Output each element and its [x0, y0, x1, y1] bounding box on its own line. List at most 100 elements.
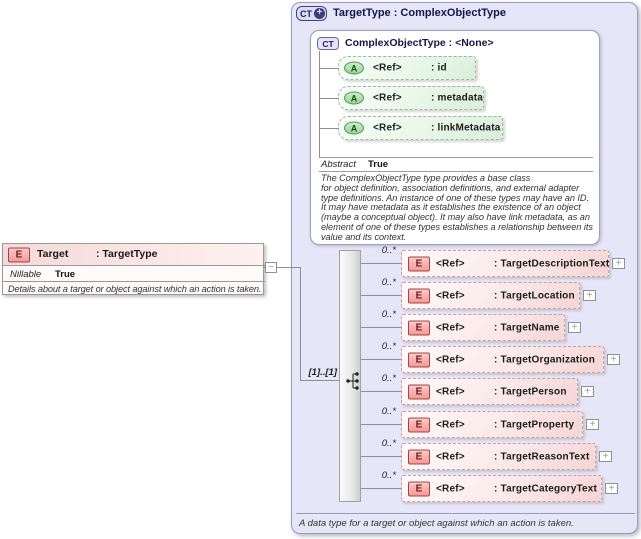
element-row-targetreasontext[interactable]: E <Ref> : TargetReasonText [401, 443, 596, 470]
attribute-ref: <Ref> [373, 62, 402, 74]
attribute-ref: <Ref> [373, 122, 402, 134]
target-element-box[interactable]: E Target : TargetType Nillable True Deta… [2, 243, 265, 295]
attribute-name: : id [431, 62, 447, 74]
connector-target-horizontal [264, 267, 301, 268]
facet-divider-top [319, 157, 593, 158]
element-badge: E [408, 256, 430, 271]
attribute-badge: A [344, 61, 364, 75]
element-badge: E [8, 247, 30, 262]
expand-button[interactable]: + [607, 354, 620, 365]
target-element-header: E Target : TargetType [3, 244, 263, 265]
connector-element-6 [361, 424, 401, 425]
global-type-plus-icon: + [314, 8, 325, 19]
element-ref: <Ref> [436, 258, 465, 269]
target-facet-divider [3, 281, 265, 282]
footer-divider [296, 513, 635, 514]
complexobjecttype-box[interactable]: CT ComplexObjectType : <None> A <Ref> : … [310, 30, 600, 245]
element-ref: <Ref> [436, 483, 465, 494]
target-element-type: : TargetType [96, 248, 158, 260]
complextype-badge: CT [317, 37, 339, 50]
connector-target-vertical [300, 267, 301, 381]
element-name: : TargetName [494, 322, 560, 333]
attribute-tree-stub-1 [319, 68, 338, 69]
attribute-name: : metadata [431, 92, 484, 104]
connector-element-3 [361, 327, 401, 328]
attribute-badge: A [344, 121, 364, 135]
occurs-label: 0..* [381, 470, 396, 481]
targettype-annotation: A data type for a target or object again… [299, 518, 574, 529]
element-ref: <Ref> [436, 322, 465, 333]
target-element-name: Target [37, 248, 69, 260]
element-row-targetorganization[interactable]: E <Ref> : TargetOrganization [401, 346, 604, 373]
element-badge: E [408, 384, 430, 399]
element-name: : TargetLocation [494, 290, 575, 301]
complexobjecttype-title: ComplexObjectType : <None> [345, 37, 494, 49]
sequence-icon [346, 371, 360, 391]
element-badge: E [408, 352, 430, 367]
expand-button[interactable]: + [586, 419, 599, 430]
connector-element-2 [361, 295, 401, 296]
element-ref: <Ref> [436, 386, 465, 397]
element-badge: E [408, 288, 430, 303]
abstract-label: Abstract [321, 159, 356, 170]
element-row-targetcategorytext[interactable]: E <Ref> : TargetCategoryText [401, 475, 602, 502]
expand-button[interactable]: + [568, 322, 581, 333]
collapse-button[interactable]: − [265, 262, 277, 273]
element-ref: <Ref> [436, 290, 465, 301]
connector-element-4 [361, 359, 401, 360]
occurs-label: 0..* [381, 309, 396, 320]
occurs-label: 0..* [381, 373, 396, 384]
abstract-value: True [368, 159, 389, 170]
attribute-row-metadata[interactable]: A <Ref> : metadata [338, 86, 484, 110]
element-name: : TargetCategoryText [494, 483, 598, 494]
sequence-cardinality: [1]..[1] [308, 367, 338, 378]
element-row-targetperson[interactable]: E <Ref> : TargetPerson [401, 378, 578, 405]
complexobjecttype-annotation: The ComplexObjectType type provides a ba… [321, 173, 593, 242]
element-badge: E [408, 481, 430, 496]
targettype-title: TargetType : ComplexObjectType [333, 7, 506, 19]
attribute-name: : linkMetadata [431, 122, 501, 134]
element-ref: <Ref> [436, 354, 465, 365]
attribute-badge: A [344, 91, 364, 105]
attribute-tree-vertical [319, 51, 320, 158]
element-badge: E [408, 417, 430, 432]
connector-element-8 [361, 488, 401, 489]
nillable-value: True [55, 269, 76, 280]
expand-button[interactable]: + [583, 290, 596, 301]
attribute-ref: <Ref> [373, 92, 402, 104]
element-name: : TargetOrganization [494, 354, 596, 365]
attribute-row-id[interactable]: A <Ref> : id [338, 56, 476, 80]
connector-to-sequence [300, 380, 339, 381]
connector-element-1 [361, 263, 401, 264]
element-row-targetdescriptiontext[interactable]: E <Ref> : TargetDescriptionText [401, 250, 609, 277]
occurs-label: 0..* [381, 245, 396, 256]
element-row-targetproperty[interactable]: E <Ref> : TargetProperty [401, 411, 583, 438]
facet-divider-bottom [319, 171, 593, 172]
attribute-row-linkmetadata[interactable]: A <Ref> : linkMetadata [338, 116, 503, 140]
complextype-badge-label: CT [300, 9, 312, 19]
element-name: : TargetProperty [494, 419, 575, 430]
occurs-label: 0..* [381, 341, 396, 352]
element-ref: <Ref> [436, 419, 465, 430]
element-badge: E [408, 320, 430, 335]
connector-element-7 [361, 456, 401, 457]
attribute-tree-stub-3 [319, 128, 338, 129]
expand-button[interactable]: + [605, 483, 618, 494]
occurs-label: 0..* [381, 406, 396, 417]
occurs-label: 0..* [381, 438, 396, 449]
occurs-label: 0..* [381, 277, 396, 288]
element-ref: <Ref> [436, 451, 465, 462]
complextype-global-badge: CT + [296, 6, 327, 21]
element-name: : TargetReasonText [494, 451, 590, 462]
expand-button[interactable]: + [599, 451, 612, 462]
element-row-targetname[interactable]: E <Ref> : TargetName [401, 314, 565, 341]
element-name: : TargetPerson [494, 386, 567, 397]
expand-button[interactable]: + [581, 386, 594, 397]
sequence-compositor-bar [339, 250, 361, 502]
element-name: : TargetDescriptionText [494, 258, 610, 269]
nillable-label: Nillable [10, 269, 42, 280]
expand-button[interactable]: + [612, 258, 625, 269]
element-row-targetlocation[interactable]: E <Ref> : TargetLocation [401, 282, 580, 309]
connector-element-5 [361, 391, 401, 392]
